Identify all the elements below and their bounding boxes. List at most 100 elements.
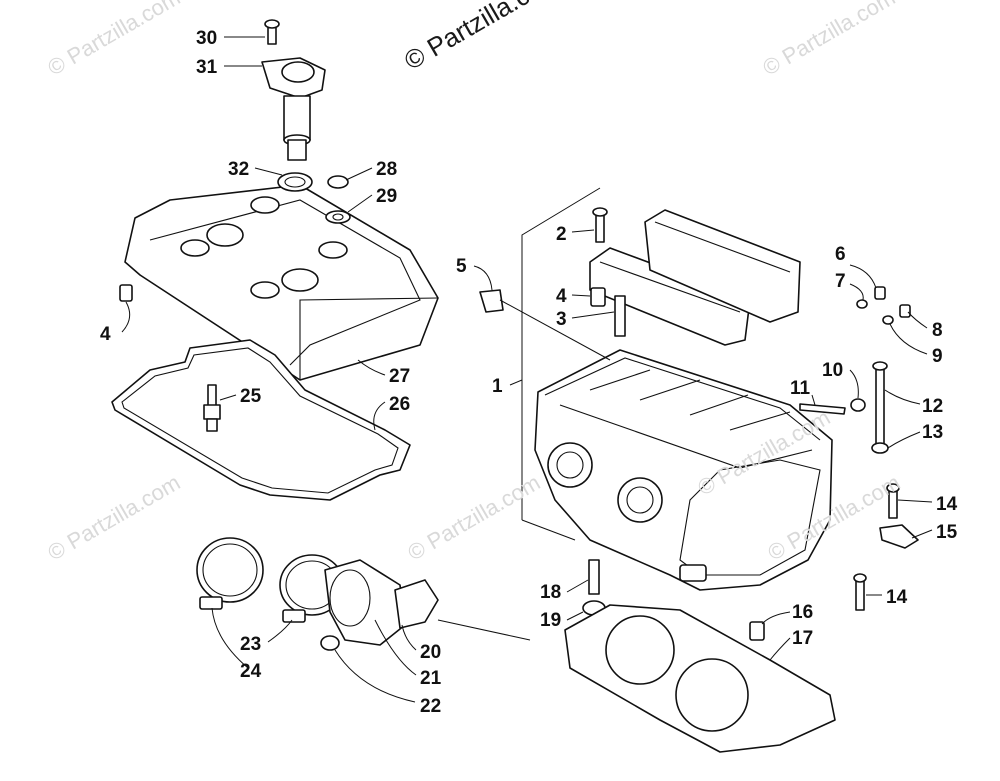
callout-5[interactable]: 5 [456,256,467,277]
clamp-24 [196,537,264,603]
callout-30[interactable]: 30 [196,28,217,49]
bolt-28[interactable] [327,175,349,189]
plug-hole-1 [250,196,280,214]
callout-19[interactable]: 19 [540,610,561,631]
callout-28[interactable]: 28 [376,159,397,180]
bracket-line-1b [521,519,576,541]
bore-1 [605,615,675,685]
callout-24[interactable]: 24 [240,661,262,682]
leader-26 [373,401,386,431]
callout-4-left[interactable]: 4 [100,324,111,345]
valve-cover-gasket-26[interactable] [111,339,411,501]
callout-17[interactable]: 17 [792,628,813,649]
bolt-2-head [592,207,608,217]
intake-port-1-inner [556,451,584,479]
washer-29[interactable] [325,210,351,224]
washer-13[interactable] [871,442,889,454]
leader-10 [849,369,859,399]
leader-32 [254,167,283,176]
stud-11[interactable] [799,403,846,415]
plug-hex [203,404,221,420]
callout-25[interactable]: 25 [240,386,262,407]
callout-4-right[interactable]: 4 [556,286,567,307]
stud-18[interactable] [588,559,600,595]
bracket-line-1 [521,187,601,520]
callout-9[interactable]: 9 [932,346,943,367]
cam-cap-lower-line [599,261,741,313]
bolt-12[interactable] [875,367,885,447]
callout-21[interactable]: 21 [420,668,442,689]
callout-2[interactable]: 2 [556,224,567,245]
intake-boot-assembly[interactable] [196,537,439,651]
sensor-end [287,139,307,161]
callout-11[interactable]: 11 [790,378,811,399]
callout-18[interactable]: 18 [540,582,561,603]
dowel-4-left[interactable] [119,284,133,302]
nut-10[interactable] [850,398,866,412]
leader-11 [811,394,816,406]
callout-13[interactable]: 13 [922,422,943,443]
plug-thread [206,418,218,432]
callout-31[interactable]: 31 [196,57,218,78]
spark-plug-25[interactable] [203,384,221,432]
cylinder-head[interactable] [534,349,833,591]
cam-cap-upper-line [654,221,791,273]
callout-16[interactable]: 16 [792,602,813,623]
callout-7[interactable]: 7 [835,271,846,292]
cam-dome-2 [281,268,319,292]
leader-19 [566,611,584,621]
intake-port-2-inner [626,486,654,514]
callout-8[interactable]: 8 [932,320,943,341]
callout-12[interactable]: 12 [922,396,943,417]
clamp-24-inner [202,543,258,597]
bolt-22 [320,635,340,651]
callout-6[interactable]: 6 [835,244,846,265]
leader-24 [211,607,249,669]
callout-23[interactable]: 23 [240,634,261,655]
guide-3[interactable] [614,295,626,337]
callout-29[interactable]: 29 [376,186,397,207]
fitting-5[interactable] [479,289,504,313]
callout-22[interactable]: 22 [420,696,441,717]
callout-1[interactable]: 1 [492,376,503,397]
head-rail [559,404,813,469]
intake-port-2 [617,477,663,523]
head-webs [589,369,791,431]
callout-32[interactable]: 32 [228,159,249,180]
callout-27[interactable]: 27 [389,366,410,387]
callout-14-upper[interactable]: 14 [936,494,958,515]
dowel-4-right[interactable] [590,287,606,307]
leader-28 [345,167,373,181]
leader-20b [437,619,531,641]
cam-sensor[interactable] [261,19,326,161]
callout-20[interactable]: 20 [420,642,441,663]
bolt-14-upper-head [886,483,900,493]
callout-14-lower[interactable]: 14 [886,587,908,608]
callout-10[interactable]: 10 [822,360,843,381]
bracket-15[interactable] [879,524,919,549]
grommet-32[interactable] [277,172,313,192]
boot-21-opening [329,569,371,627]
sensor-cap [281,61,315,83]
leader-25 [219,394,237,401]
head-outline [534,349,833,591]
callout-3[interactable]: 3 [556,309,567,330]
head-gasket-17[interactable] [564,604,836,753]
grommet-32-inner [284,176,306,188]
dowel-16[interactable] [749,621,765,641]
leader-18 [566,579,589,593]
washer-7[interactable] [856,299,868,309]
washer-9[interactable] [882,315,894,325]
leader-5b [499,299,611,361]
bolt-6[interactable] [874,286,886,300]
intake-boot-21 [324,559,406,646]
valve-cover[interactable] [124,184,439,381]
cam-cap-upper[interactable] [644,209,801,323]
leader-17 [769,637,791,661]
bolt-8[interactable] [899,304,911,318]
clamp-24-screw [199,596,223,610]
callout-15[interactable]: 15 [936,522,958,543]
leader-15 [911,529,933,539]
callout-26[interactable]: 26 [389,394,410,415]
head-flange [679,564,707,582]
